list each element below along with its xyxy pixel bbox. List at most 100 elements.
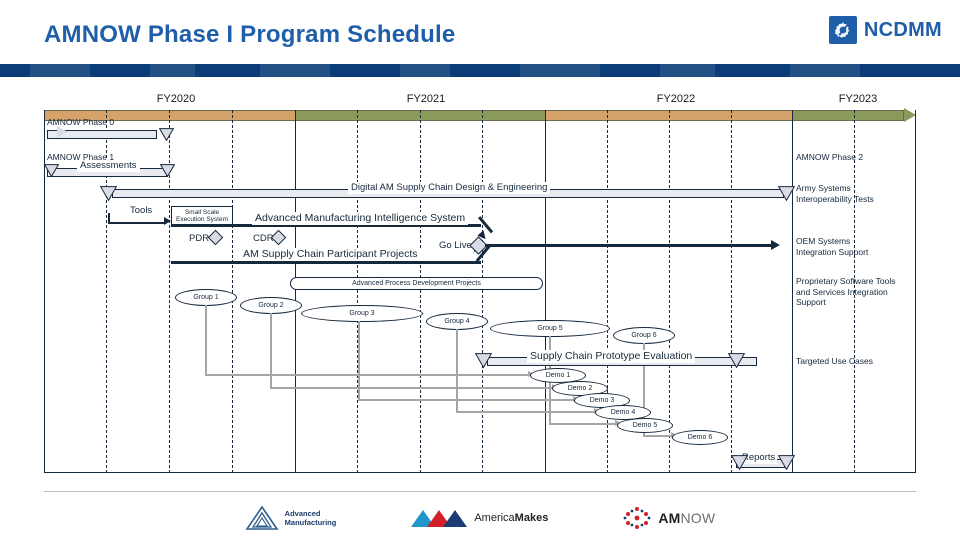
bar-go-live-tail [485,244,773,247]
label-targeted-use-cases: Targeted Use Cases [796,356,874,366]
connector-tools-h [108,222,166,224]
connector-group6-demo6-h [643,435,673,437]
ellipse-group-3: Group 3 [301,305,423,322]
label-army-tests-l2: Interoperability Tests [796,193,874,204]
bar-phase0-arrow-icon [57,126,68,138]
bar-amis [171,224,481,227]
connector-group1-demo1 [205,305,207,375]
ellipse-group-1: Group 1 [175,289,237,306]
label-group-1: Group 1 [193,294,219,301]
connector-group4-demo4 [456,329,458,412]
year-label-fy2022: FY2022 [656,93,696,105]
label-prop-l1: Proprietary Software Tools [796,276,896,286]
footer-logos: Advanced Manufacturing AmericaMakes [0,500,960,536]
label-group-2: Group 2 [258,302,284,309]
label-prototype-eval: Supply Chain Prototype Evaluation [527,350,696,364]
ellipse-group-2: Group 2 [240,297,302,314]
gridline-q [106,110,107,473]
footer-divider [44,491,916,492]
milestone-assessments-start [44,164,59,177]
ellipse-demo-1: Demo 1 [530,368,586,383]
label-army-tests-l1: Army Systems [796,183,851,193]
label-tools: Tools [128,205,155,217]
gridline-year [295,110,296,473]
connector-group3-demo3-h [358,399,575,401]
label-phase0: AMNOW Phase 0 [47,117,115,127]
bar-phase0 [47,130,157,139]
connector-group6-demo6 [643,343,645,436]
label-prop-l3: Support [796,297,826,308]
ellipse-group-6: Group 6 [613,327,675,344]
ellipse-group-5: Group 5 [490,320,610,337]
label-group-6: Group 6 [631,332,657,339]
ncdmm-logo: NCDMM [828,16,942,44]
connector-group1-demo1-h [205,374,530,376]
label-oem-support: OEM Systems Integration Support [796,236,868,257]
gridline-q [232,110,233,473]
label-reports: Reports [740,452,778,464]
year-segment-fy2021 [296,111,546,120]
milestone-assessments-end [160,164,175,177]
year-label-fy2020: FY2020 [156,93,196,105]
label-oem-l1: OEM Systems [796,236,851,246]
bar-participant [171,261,481,264]
label-oem-l2: Integration Support [796,246,869,257]
label-amis: Advanced Manufacturing Intelligence Syst… [252,212,469,226]
logo-advanced-manufacturing: Advanced Manufacturing [245,505,337,531]
label-group-4: Group 4 [444,318,470,325]
label-phase2: AMNOW Phase 2 [796,152,864,162]
gridline-q [669,110,670,473]
label-go-live: Go Live [437,240,474,252]
label-demo-6: Demo 6 [687,434,713,441]
label-cdr: CDR [253,233,274,244]
label-demo-5: Demo 5 [632,422,658,429]
label-digital-am: Digital AM Supply Chain Design & Enginee… [348,182,551,194]
year-segment-fy2023 [793,111,903,120]
label-group-3: Group 3 [349,310,375,317]
header-accent-band [0,64,960,77]
year-label-fy2021: FY2021 [406,93,446,105]
ncdmm-gear-icon [828,16,857,44]
ellipse-demo-5: Demo 5 [617,418,673,433]
timeline-arrow-icon [904,108,916,122]
logo-advanced-manufacturing-text: Advanced Manufacturing [285,509,337,527]
triangle-icon [245,505,279,530]
label-army-tests: Army Systems Interoperability Tests [796,183,874,204]
label-demo-2: Demo 2 [567,385,593,392]
milestone-phase0-end [159,128,174,141]
label-demo-3: Demo 3 [589,397,615,404]
milestone-reports-end [778,455,795,470]
milestone-proto-start [475,353,492,368]
amk-line1: America [474,512,515,524]
am-line2: Manufacturing [284,518,337,527]
amnow-line2: NOW [680,510,716,526]
milestone-digital-end [778,186,795,201]
arrow-tools-icon [164,217,171,225]
am-line1: Advanced [284,509,321,518]
logo-america-makes-text: AmericaMakes [474,512,548,524]
gridline-q [357,110,358,473]
amnow-line1: AM [658,510,681,526]
year-label-fy2023: FY2023 [838,93,878,105]
year-segment-fy2020 [45,111,296,120]
label-apdp: Advanced Process Development Projects [352,280,481,287]
connector-group5-demo5-h [549,423,617,425]
page-title: AMNOW Phase I Program Schedule [44,21,456,48]
ellipse-group-4: Group 4 [426,313,488,330]
gridline-q [731,110,732,473]
gridline-q [169,110,170,473]
logo-amnow-text: AMNOW [658,510,715,526]
arrow-go-live-icon [771,240,780,250]
milestone-proto-end [728,353,745,368]
chart-frame [44,110,916,473]
gantt-chart [44,110,916,473]
label-prop-l2: and Services Integration [796,286,888,297]
chevron-mountain-icon [411,510,468,527]
label-phase1: AMNOW Phase 1 [47,152,115,162]
connector-group2-demo2-h [270,387,554,389]
gridline-q [607,110,608,473]
label-group-5: Group 5 [537,325,563,332]
